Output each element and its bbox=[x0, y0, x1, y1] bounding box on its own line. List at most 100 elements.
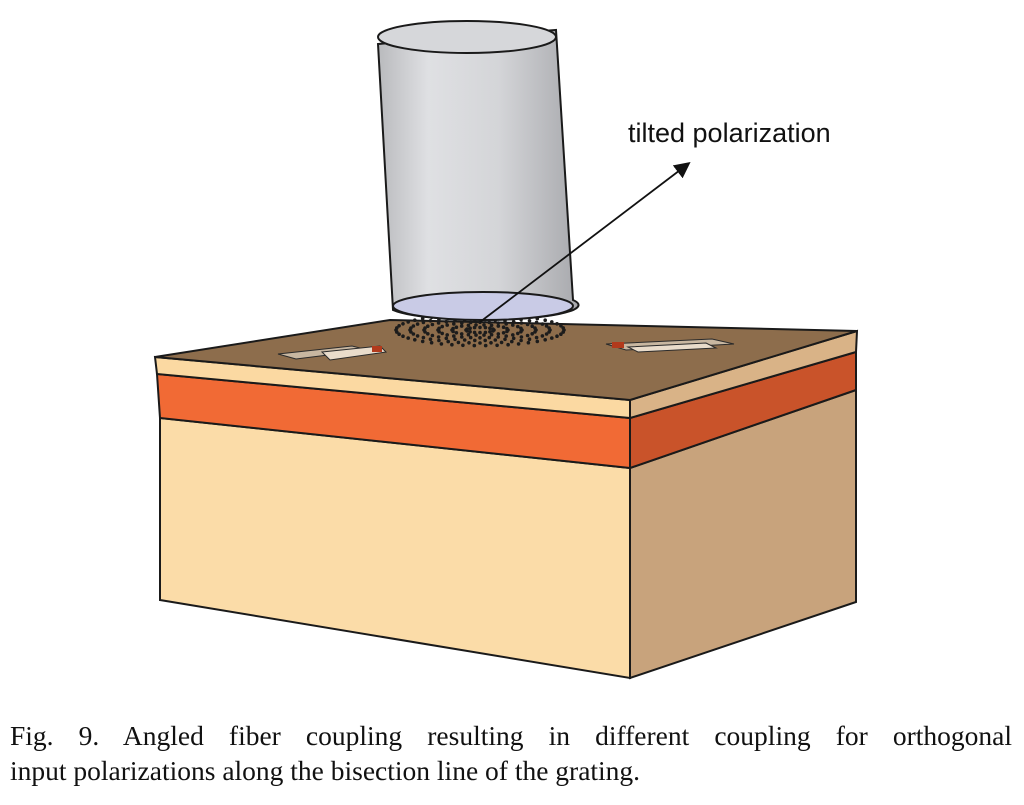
grating-dot bbox=[527, 319, 532, 323]
grating-dot bbox=[401, 322, 405, 326]
grating-dot bbox=[420, 316, 425, 321]
grating-dot bbox=[459, 324, 464, 328]
grating-dot bbox=[535, 339, 540, 344]
grating-dot bbox=[460, 335, 464, 339]
grating-dot bbox=[444, 336, 449, 341]
grating-dot bbox=[530, 332, 534, 336]
grating-dot bbox=[454, 331, 459, 335]
fiber-body bbox=[376, 28, 580, 321]
grating-dot bbox=[437, 326, 441, 331]
waveguide-left bbox=[277, 345, 388, 361]
grating-dot bbox=[496, 324, 501, 328]
grating-dot bbox=[519, 335, 524, 339]
grating-dot bbox=[530, 324, 534, 329]
grating-dot bbox=[519, 338, 523, 343]
grating-dot bbox=[428, 337, 433, 342]
grating-dot bbox=[411, 332, 416, 336]
grating-dot bbox=[483, 338, 488, 343]
grating-dot bbox=[487, 320, 492, 325]
grating-dot bbox=[483, 325, 488, 330]
grating-dot bbox=[534, 335, 539, 340]
grating-dot bbox=[413, 318, 417, 323]
grating-dot bbox=[478, 336, 482, 340]
grating-dot bbox=[503, 337, 507, 342]
grating-dot bbox=[429, 340, 434, 345]
grating-dot bbox=[488, 330, 492, 334]
grating-dot bbox=[511, 336, 516, 341]
grating-dot bbox=[421, 320, 426, 325]
grating-dot bbox=[426, 324, 430, 329]
grating-dot bbox=[474, 323, 478, 327]
grating-dot bbox=[440, 324, 445, 329]
grating-dot bbox=[519, 329, 523, 334]
grating-dot bbox=[466, 332, 471, 337]
grating-dot bbox=[468, 335, 473, 340]
grating-dot bbox=[452, 322, 456, 326]
grating-dot bbox=[420, 339, 425, 344]
grating-dot bbox=[496, 332, 501, 336]
grating-dot bbox=[493, 338, 498, 342]
grating-dot bbox=[395, 326, 399, 330]
polarization-arrow-icon bbox=[479, 162, 691, 323]
grating-dot bbox=[423, 326, 427, 330]
grating-dot bbox=[506, 342, 510, 347]
grating-dot bbox=[436, 335, 441, 339]
grating-dot bbox=[511, 319, 516, 324]
grating-dot bbox=[504, 322, 509, 326]
grating-dot bbox=[430, 333, 435, 338]
grating-dot bbox=[525, 333, 530, 338]
grating-dot bbox=[544, 332, 549, 336]
grating-dot bbox=[415, 334, 420, 338]
grating-dot bbox=[543, 318, 547, 323]
grating-dot bbox=[428, 319, 433, 323]
grating-dot bbox=[454, 325, 459, 330]
grating-dot bbox=[534, 320, 539, 325]
grating-dot bbox=[559, 332, 563, 337]
grating-dot bbox=[451, 326, 455, 331]
fiber-top bbox=[377, 20, 557, 54]
grating-dot bbox=[555, 334, 559, 339]
grating-dot bbox=[516, 324, 520, 329]
grating-dot bbox=[483, 343, 488, 348]
grating-dot bbox=[465, 327, 469, 331]
grating-dot bbox=[487, 335, 492, 340]
grating-dot bbox=[413, 338, 417, 342]
grating-dot bbox=[397, 324, 401, 328]
grating-dot bbox=[401, 334, 405, 339]
grating-dot bbox=[409, 326, 413, 330]
grating-dot bbox=[533, 330, 537, 334]
grating-dot bbox=[505, 329, 509, 334]
grating-dot bbox=[489, 323, 494, 328]
grating-dot bbox=[519, 326, 523, 331]
grating-dot bbox=[472, 325, 477, 330]
grating-dot bbox=[544, 324, 549, 328]
grating-dot bbox=[540, 334, 545, 338]
grating-dot bbox=[504, 334, 509, 338]
grating-dot bbox=[489, 341, 493, 345]
grating-dot bbox=[467, 341, 471, 345]
grating-dot bbox=[426, 332, 430, 336]
grating-dot bbox=[561, 330, 565, 334]
grating-dot bbox=[550, 320, 554, 324]
grating-dot bbox=[496, 335, 501, 339]
grating-dot bbox=[459, 332, 464, 336]
grating-dot bbox=[550, 336, 554, 340]
grating-dot bbox=[478, 330, 482, 335]
grating-dot bbox=[516, 342, 521, 346]
grating-dot bbox=[430, 322, 435, 327]
grating-dot bbox=[527, 337, 532, 342]
grating-dot bbox=[472, 330, 477, 335]
grating-dot bbox=[397, 332, 401, 337]
grating-dot bbox=[491, 327, 495, 331]
optical-fiber-icon bbox=[376, 20, 580, 321]
grating-dot bbox=[499, 340, 504, 345]
grating-dot bbox=[482, 333, 486, 337]
grating-dot bbox=[526, 340, 531, 345]
grating-dot bbox=[452, 334, 456, 338]
grating-dot bbox=[415, 322, 420, 326]
grating-dot bbox=[511, 333, 515, 337]
annotation-tilted-polarization: tilted polarization bbox=[628, 118, 831, 148]
grating-dot bbox=[450, 342, 454, 347]
grating-dot bbox=[462, 338, 467, 342]
grating-dot bbox=[468, 326, 472, 331]
